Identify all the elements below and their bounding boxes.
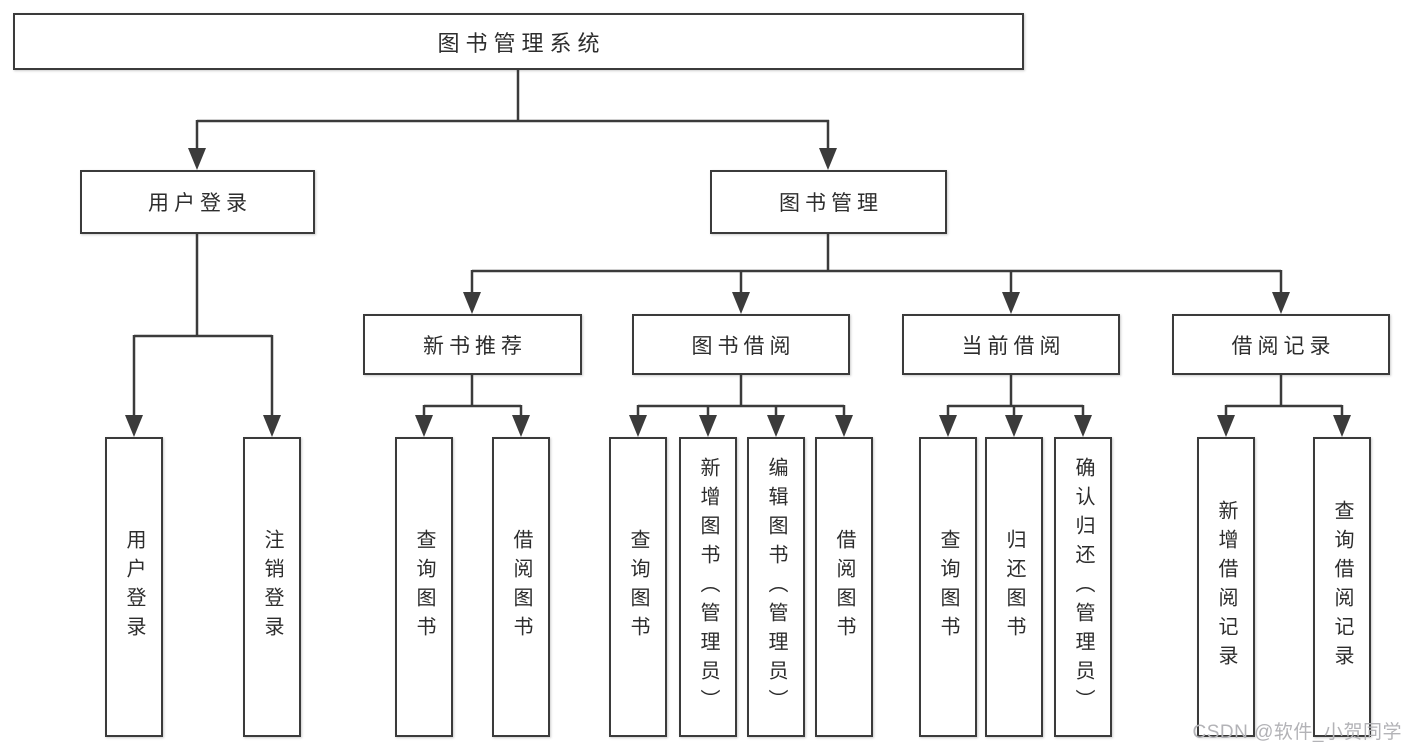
node-label: 图书管理 [779,192,883,215]
node-label: 确认归还（管理员） [1072,456,1094,718]
leaf-borrow-books-borrowing: 借阅图书 [815,437,873,737]
node-label: 新增图书（管理员） [697,456,719,718]
leaf-confirm-return-admin: 确认归还（管理员） [1054,437,1112,737]
node-label: 查询图书 [627,529,649,645]
node-new-book-recommend: 新书推荐 [363,314,582,375]
watermark: CSDN @软件_小贺同学 [1192,722,1402,743]
node-label: 新增借阅记录 [1215,500,1237,674]
node-label: 借阅图书 [833,529,855,645]
leaf-query-books-recommend: 查询图书 [395,437,453,737]
node-book-management: 图书管理 [710,170,947,234]
node-label: 新书推荐 [423,334,527,358]
leaf-query-books-borrowing: 查询图书 [609,437,667,737]
leaf-add-borrow-record: 新增借阅记录 [1197,437,1255,737]
leaf-query-books-current: 查询图书 [919,437,977,737]
node-label: 归还图书 [1003,529,1025,645]
leaf-add-book-admin: 新增图书（管理员） [679,437,737,737]
node-user-login: 用户登录 [80,170,315,234]
node-label: 当前借阅 [961,334,1066,358]
node-label: 查询图书 [413,529,435,645]
leaf-edit-book-admin: 编辑图书（管理员） [747,437,805,737]
leaf-query-borrow-record: 查询借阅记录 [1313,437,1371,737]
node-borrowing-records: 借阅记录 [1172,314,1390,375]
node-label: 用户登录 [123,529,145,645]
node-book-borrowing: 图书借阅 [632,314,850,375]
leaf-logout: 注销登录 [243,437,301,737]
leaf-user-login: 用户登录 [105,437,163,737]
node-label: 查询借阅记录 [1331,500,1353,674]
node-current-borrowing: 当前借阅 [902,314,1120,375]
node-label: 查询图书 [937,529,959,645]
leaf-borrow-books-recommend: 借阅图书 [492,437,550,737]
leaf-return-book: 归还图书 [985,437,1043,737]
node-label: 图书管理系统 [437,30,606,56]
node-label: 编辑图书（管理员） [765,456,787,718]
node-label: 用户登录 [148,192,252,215]
node-library-management-system: 图书管理系统 [13,13,1024,70]
node-label: 图书借阅 [691,334,796,358]
node-label: 借阅记录 [1231,334,1336,358]
node-label: 借阅图书 [510,529,532,645]
node-label: 注销登录 [261,529,283,645]
